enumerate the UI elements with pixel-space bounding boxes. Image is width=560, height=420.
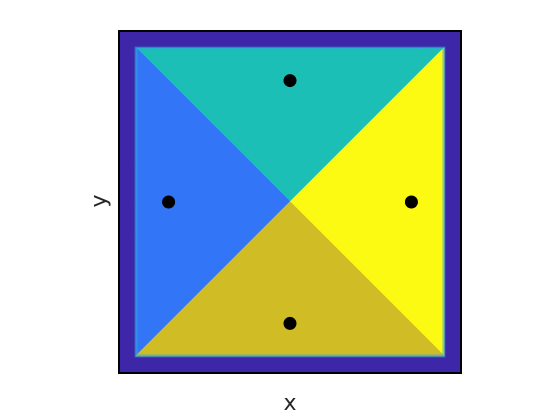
axes-frame [118,30,462,374]
plot-area [118,30,462,374]
data-point-2 [162,195,176,209]
data-point-3 [404,195,418,209]
data-point-1 [283,74,297,88]
x-axis-label: x [283,391,296,416]
y-axis-label: y [87,194,112,207]
data-point-4 [283,316,297,330]
region-edge [134,46,446,358]
